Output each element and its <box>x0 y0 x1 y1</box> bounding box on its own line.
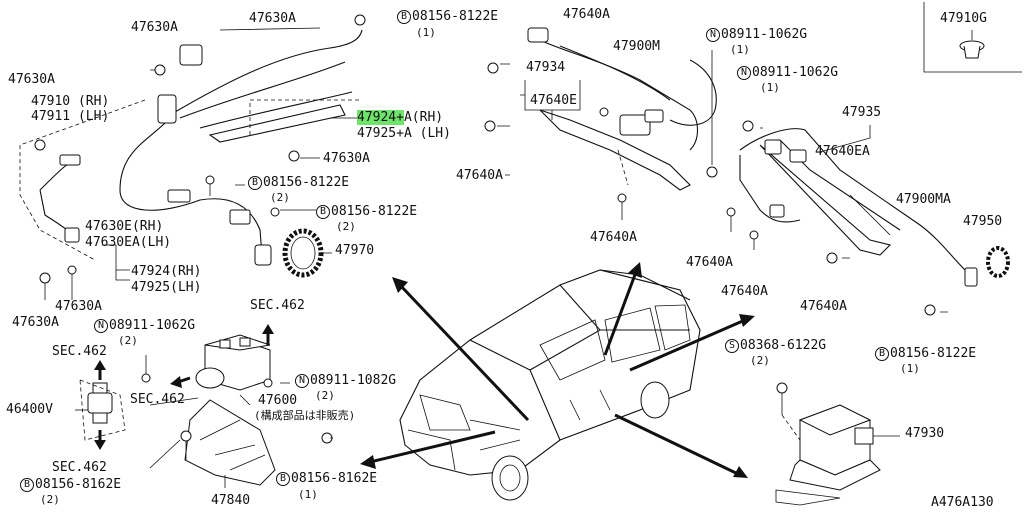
label-47934: 47934 <box>526 60 566 75</box>
label-47630a: 47630A <box>249 11 296 26</box>
label-47640a: 47640A <box>686 255 733 270</box>
callout-code: 08156-8122E <box>890 346 977 361</box>
callout-code: 08911-1062G <box>721 27 808 42</box>
label-47600: 47600 <box>258 393 298 408</box>
tone-ring-47970-icon <box>282 228 324 278</box>
label-sec462: SEC.462 <box>250 298 305 313</box>
callout-qty: (2) <box>750 354 770 367</box>
diagram-id: A476A130 <box>931 495 994 510</box>
valve-46400v-icon <box>75 379 126 441</box>
label-47950: 47950 <box>963 214 1003 229</box>
circle-n-icon: N <box>706 28 720 42</box>
label-47935: 47935 <box>842 105 882 120</box>
label-47630a: 47630A <box>323 151 370 166</box>
label-47910g: 47910G <box>940 11 987 26</box>
label-47925-lh: 47925(LH) <box>131 280 202 295</box>
label-47640a: 47640A <box>563 7 610 22</box>
label-47640a: 47640A <box>800 299 847 314</box>
label-47924-rh: 47924(RH) <box>131 264 202 279</box>
callout-code: 08911-1062G <box>752 65 839 80</box>
label-47930: 47930 <box>905 426 945 441</box>
callout-qty: (1) <box>730 43 750 56</box>
callout-qty: (2) <box>336 220 356 233</box>
callout-qty: (1) <box>900 362 920 375</box>
grommet-47910g-icon <box>959 30 985 59</box>
callout-qty: (1) <box>760 81 780 94</box>
callout-qty: (2) <box>40 493 60 506</box>
label-47840: 47840 <box>211 493 251 508</box>
inset-frame <box>923 2 1022 73</box>
label-sec462: SEC.462 <box>130 392 185 407</box>
label-47600-note: (構成部品は非販売) <box>254 409 356 422</box>
label-47630a: 47630A <box>8 72 55 87</box>
callout-code: 08368-6122G <box>740 338 827 353</box>
callout-code: 08911-1062G <box>109 318 196 333</box>
label-47640a: 47640A <box>456 168 503 183</box>
label-47640a: 47640A <box>721 284 768 299</box>
callout-code: 08911-1082G <box>310 373 397 388</box>
circle-b-icon: B <box>248 176 262 190</box>
circle-b-icon: B <box>397 10 411 24</box>
circle-b-icon: B <box>316 205 330 219</box>
abs-actuator-47600-icon <box>141 334 333 486</box>
callout-qty: (2) <box>315 389 335 402</box>
label-sec462: SEC.462 <box>52 460 107 475</box>
label-47925a-lh: 47925+A (LH) <box>357 126 451 141</box>
label-47630a: 47630A <box>55 299 102 314</box>
rear-harness-47900ma-icon <box>726 120 978 316</box>
callout-qty: (1) <box>416 26 436 39</box>
callout-code: 08156-8162E <box>35 477 122 492</box>
label-47640ea: 47640EA <box>815 144 870 159</box>
callout-qty: (1) <box>298 488 318 501</box>
label-47910-rh: 47910 (RH) <box>31 94 110 109</box>
callout-code: 08156-8162E <box>291 471 378 486</box>
label-47640a: 47640A <box>590 230 637 245</box>
label-47900ma: 47900MA <box>896 192 951 207</box>
label-47970: 47970 <box>335 243 375 258</box>
g-sensor-47930-icon <box>775 382 900 506</box>
label-47924a-rh: 47924+A(RH) <box>357 110 444 125</box>
circle-s-icon: S <box>725 339 739 353</box>
tone-ring-47950-icon <box>986 246 1010 278</box>
label-47911-lh: 47911 (LH) <box>31 109 110 124</box>
highlight-47924: 47924+ <box>357 110 404 125</box>
label-47630a: 47630A <box>131 20 178 35</box>
circle-n-icon: N <box>94 319 108 333</box>
label-47924-suffix: A(RH) <box>403 110 444 125</box>
vehicle-outline-icon <box>399 269 701 501</box>
circle-n-icon: N <box>737 66 751 80</box>
label-47900m: 47900M <box>613 39 660 54</box>
callout-qty: (2) <box>270 191 290 204</box>
circle-b-icon: B <box>20 478 34 492</box>
front-sensor-harness-icon <box>34 14 366 300</box>
callout-code: 08156-8122E <box>331 204 418 219</box>
circle-n-icon: N <box>295 374 309 388</box>
label-sec462: SEC.462 <box>52 344 107 359</box>
rear-harness-47900m-icon <box>484 27 718 220</box>
label-47640e: 47640E <box>530 93 577 108</box>
label-47630ea-lh: 47630EA(LH) <box>85 235 172 250</box>
label-47630a: 47630A <box>12 315 59 330</box>
callout-qty: (2) <box>118 334 138 347</box>
circle-b-icon: B <box>276 472 290 486</box>
circle-b-icon: B <box>875 347 889 361</box>
label-46400v: 46400V <box>6 402 53 417</box>
label-47630e-rh: 47630E(RH) <box>85 219 164 234</box>
callout-code: 08156-8122E <box>263 175 350 190</box>
callout-code: 08156-8122E <box>412 9 499 24</box>
